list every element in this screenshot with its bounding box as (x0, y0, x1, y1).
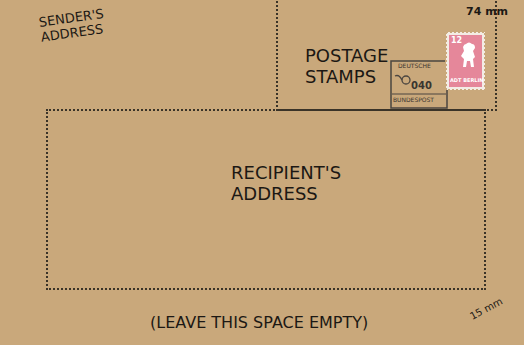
postmark-rule (392, 94, 446, 95)
stamp-perforation (446, 32, 485, 90)
note: (LEAVE THIS SPACE EMPTY) (150, 314, 368, 332)
postmark-text: DEUTSCHE (398, 63, 431, 70)
post-horn (402, 76, 410, 84)
berlin-bear (461, 43, 475, 68)
area-label: RECIPIENT'S ADDRESS (231, 163, 381, 204)
postage-stamp (446, 32, 485, 90)
dimension: 74 mm (466, 6, 508, 19)
sender-label: SENDER'S ADDRESS (38, 5, 121, 46)
post-horn-bell (395, 76, 402, 81)
stamp-text: ADT BERLIN (450, 78, 483, 84)
postmark-frame (391, 61, 447, 108)
postmark-text: BUNDESPOST (393, 97, 434, 104)
stamp-area: POSTAGE STAMPS (276, 0, 497, 111)
postmark (391, 61, 447, 108)
stamp-value: 12 (451, 36, 462, 45)
address-area: RECIPIENT'S ADDRESS (46, 109, 486, 290)
dimension: 15 mm (468, 295, 505, 322)
postmark-number: 040 (411, 80, 432, 92)
